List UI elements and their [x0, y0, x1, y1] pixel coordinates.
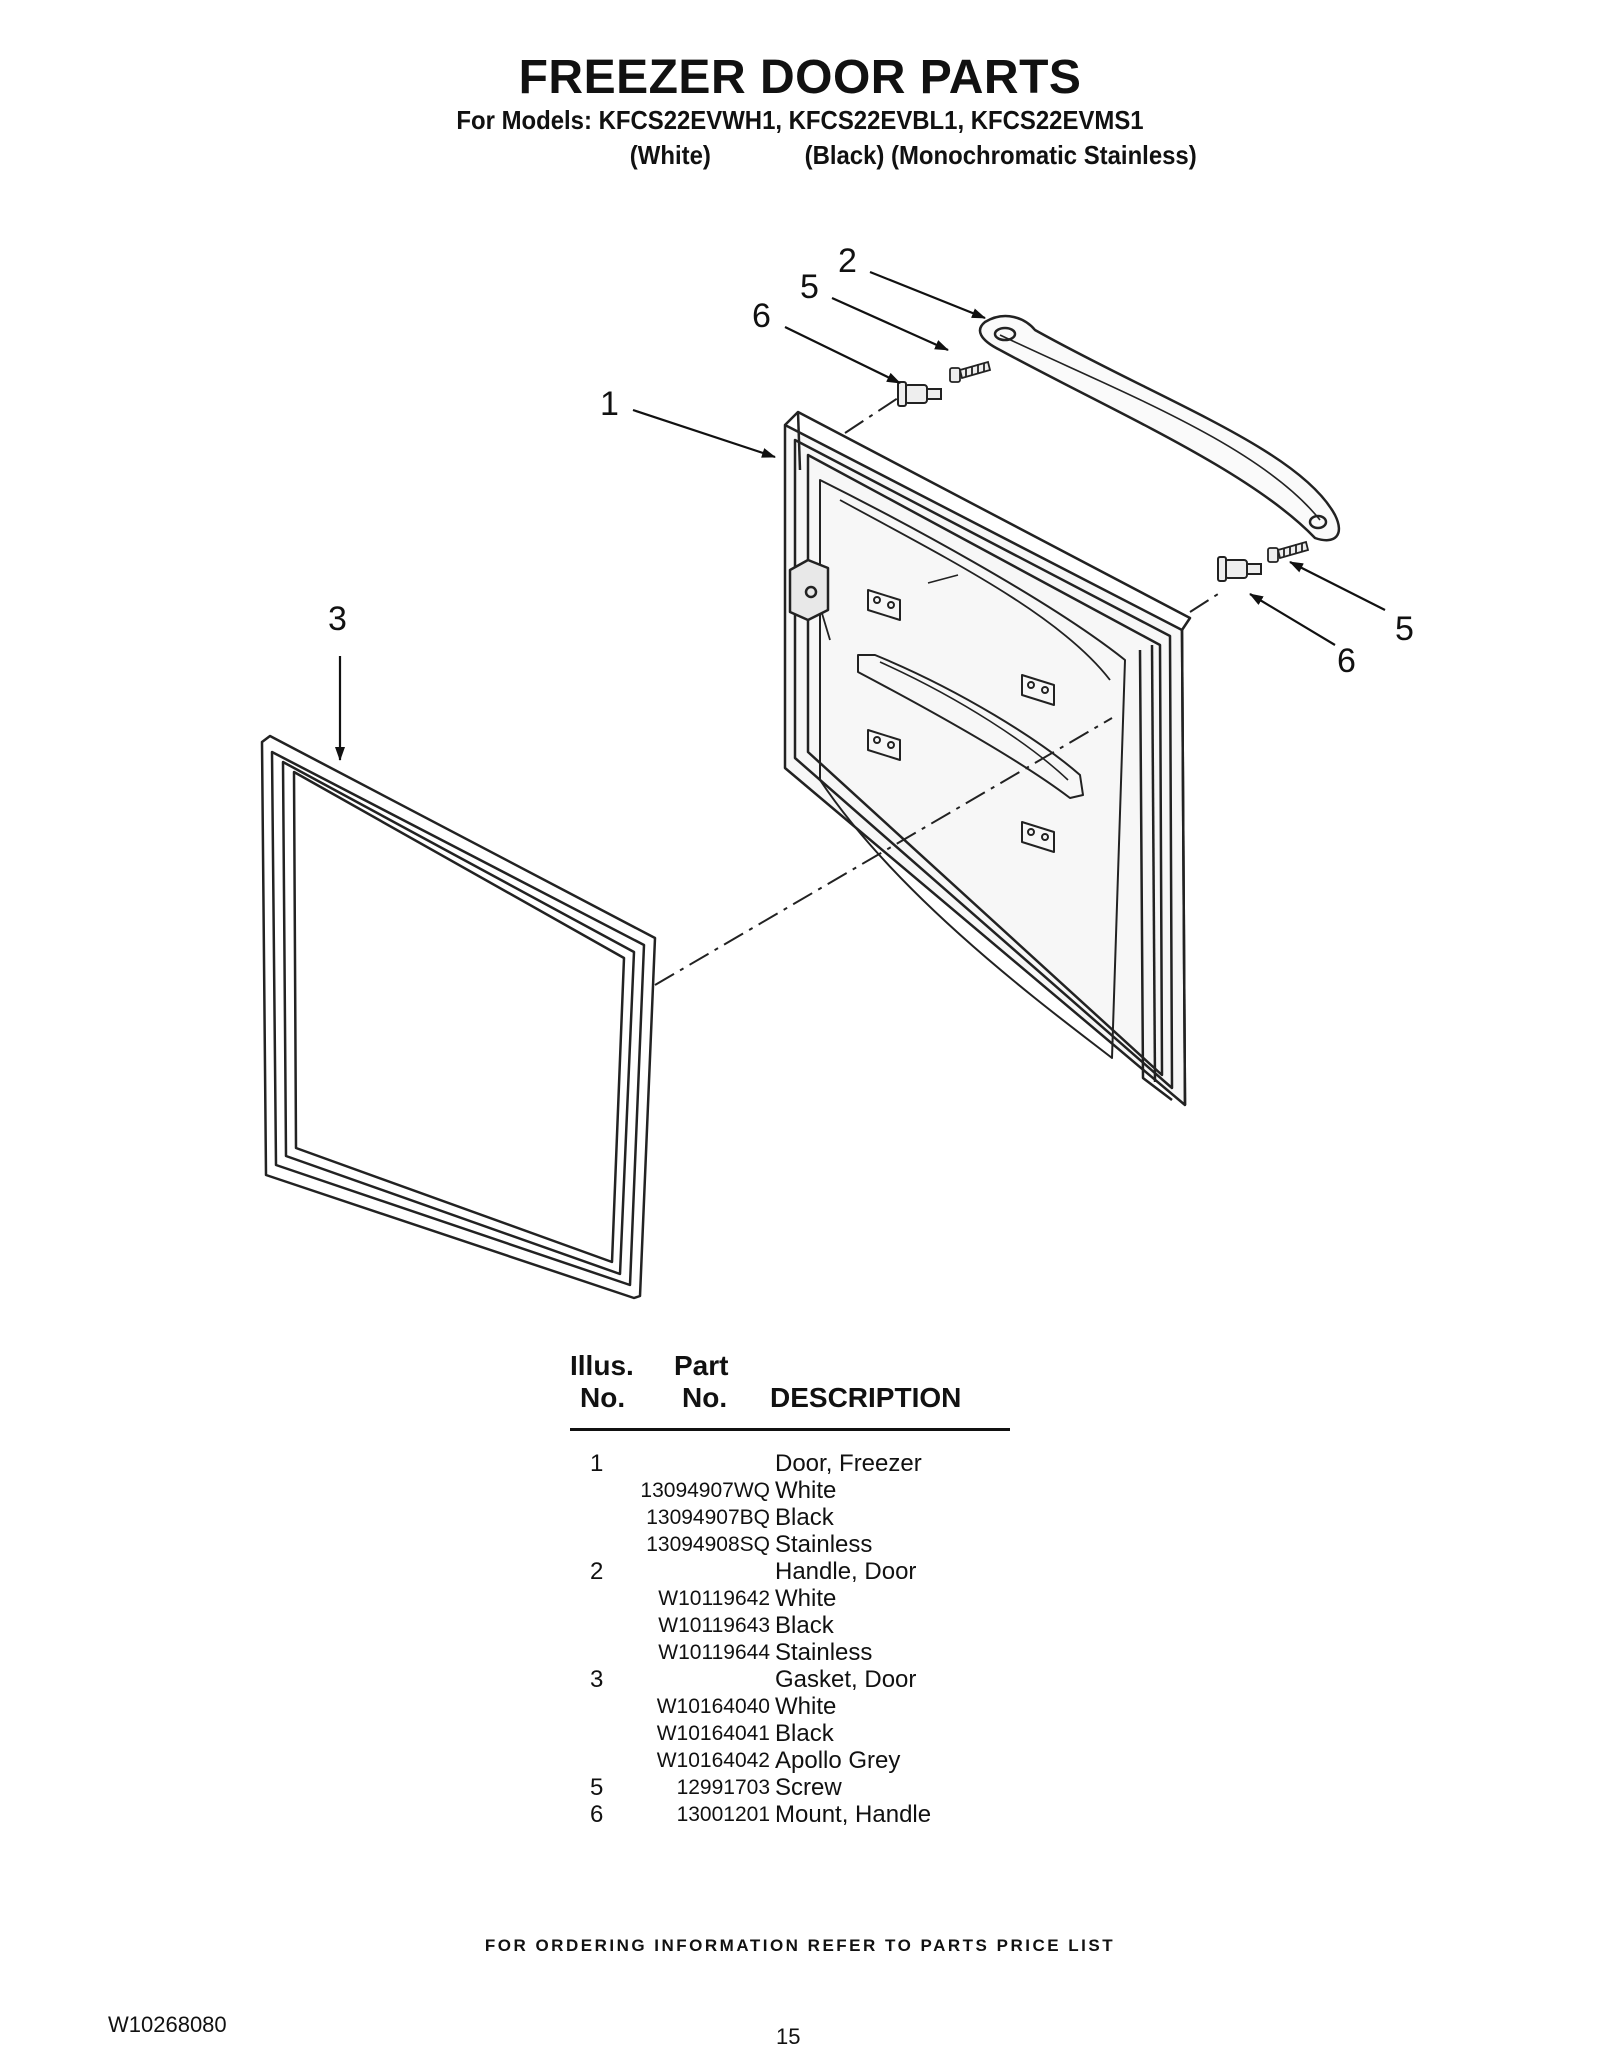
door-handle-part	[978, 314, 1341, 542]
header-description: DESCRIPTION	[770, 1382, 962, 1413]
header-illus-line2: No.	[580, 1382, 626, 1413]
description: Black	[775, 1504, 834, 1531]
screw-top	[949, 360, 992, 383]
description: Black	[775, 1612, 834, 1639]
freezer-door-part	[783, 410, 1192, 1107]
exploded-parts-diagram: 2 5 6 1 3 5 6	[260, 242, 1414, 1300]
color-white-label: (White)	[629, 140, 711, 170]
description: Apollo Grey	[775, 1747, 901, 1774]
illus-no: 3	[590, 1666, 604, 1693]
part-no: W10164041	[656, 1722, 770, 1745]
ordering-note: FOR ORDERING INFORMATION REFER TO PARTS …	[484, 1936, 1116, 1955]
part-no: W10119644	[658, 1641, 770, 1664]
handle-mount-top	[897, 381, 942, 407]
illus-no: 2	[590, 1558, 604, 1585]
models-line: For Models: KFCS22EVWH1, KFCS22EVBL1, KF…	[456, 105, 1144, 135]
header-part-line1: Part	[674, 1350, 729, 1381]
illus-no: 6	[590, 1801, 604, 1828]
part-no: W10119643	[658, 1614, 770, 1637]
color-black-stainless-label: (Black) (Monochromatic Stainless)	[804, 140, 1197, 170]
part-no: 13094908SQ	[646, 1533, 770, 1556]
callout-1: 1	[600, 385, 619, 423]
description: Handle, Door	[775, 1558, 917, 1585]
description: White	[775, 1585, 837, 1612]
door-gasket-part	[260, 734, 657, 1300]
callout-2: 2	[838, 242, 857, 280]
illus-no: 1	[590, 1450, 604, 1477]
description: Door, Freezer	[775, 1450, 922, 1477]
alignment-lines	[654, 397, 1219, 986]
callout-3: 3	[328, 600, 347, 638]
callout-5-top: 5	[800, 268, 819, 306]
part-no: 13094907WQ	[640, 1479, 770, 1502]
leader-arrows	[335, 270, 1386, 761]
screw-right	[1267, 540, 1310, 563]
description: White	[775, 1693, 837, 1720]
table-row: 3 Gasket, Door	[570, 1666, 1020, 1693]
part-no: 12991703	[676, 1776, 770, 1799]
part-no: W10119642	[658, 1587, 770, 1610]
page-number: 15	[776, 2024, 801, 2049]
part-no: W10164042	[656, 1749, 770, 1772]
document-number: W10268080	[108, 2012, 227, 2037]
callout-5-right: 5	[1395, 610, 1414, 648]
callout-6-right: 6	[1337, 642, 1356, 680]
description: Mount, Handle	[775, 1801, 932, 1828]
description: Stainless	[775, 1639, 873, 1666]
description: Screw	[775, 1774, 842, 1801]
part-no: W10164040	[656, 1695, 770, 1718]
part-no: 13001201	[676, 1803, 770, 1826]
illus-no: 5	[590, 1774, 604, 1801]
description: Black	[775, 1720, 834, 1747]
description: Gasket, Door	[775, 1666, 917, 1693]
callout-6-top: 6	[752, 297, 771, 335]
table-row: 1 Door, Freezer	[570, 1450, 1020, 1477]
table-row: 2 Handle, Door	[570, 1558, 1020, 1585]
header-rule	[570, 1428, 1010, 1431]
handle-mount-right	[1217, 556, 1262, 582]
page-title: FREEZER DOOR PARTS	[518, 51, 1082, 104]
header-part-line2: No.	[682, 1382, 728, 1413]
description: Stainless	[775, 1531, 873, 1558]
part-no: 13094907BQ	[646, 1506, 770, 1529]
header-illus-line1: Illus.	[570, 1350, 634, 1381]
description: White	[775, 1477, 837, 1504]
